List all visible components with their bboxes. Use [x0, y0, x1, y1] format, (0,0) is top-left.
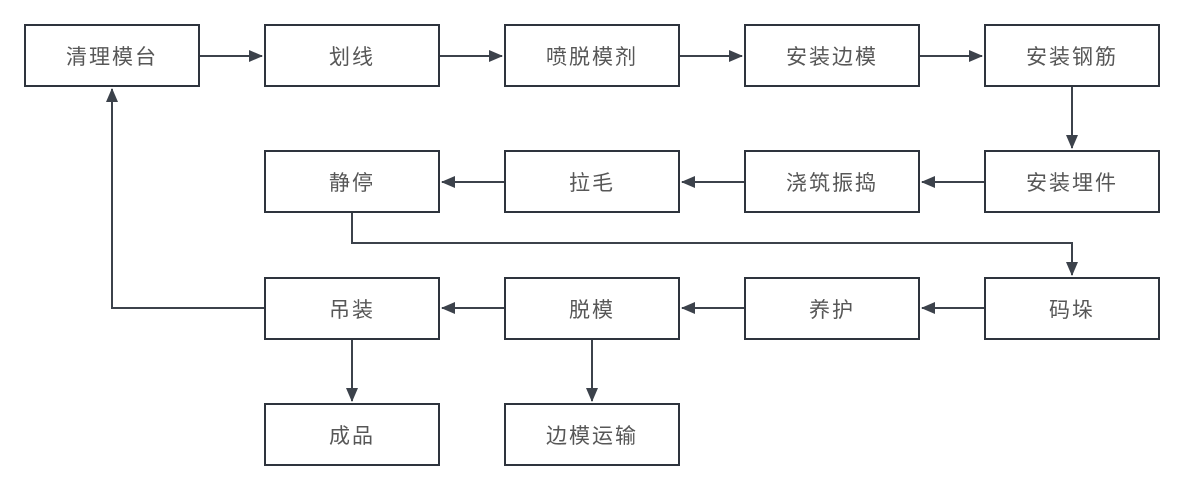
node-cure: 养护 [744, 277, 920, 340]
edge-arrow-rest-to-stack [351, 213, 1078, 276]
node-install-side-forms: 安装边模 [744, 24, 920, 87]
node-install-rebar: 安装钢筋 [984, 24, 1160, 87]
node-pour-and-vibrate: 浇筑振捣 [744, 150, 920, 213]
node-install-embeds: 安装埋件 [984, 150, 1160, 213]
node-side-form-transport: 边模运输 [504, 403, 680, 466]
node-scribe-lines: 划线 [264, 24, 440, 87]
node-clean-pallet: 清理模台 [24, 24, 200, 87]
node-stack: 码垛 [984, 277, 1160, 340]
node-spray-release-agent: 喷脱模剂 [504, 24, 680, 87]
node-roughen: 拉毛 [504, 150, 680, 213]
edge-arrow-hoist-to-clean-pallet [106, 88, 264, 309]
node-rest: 静停 [264, 150, 440, 213]
node-demold: 脱模 [504, 277, 680, 340]
node-finished-product: 成品 [264, 403, 440, 466]
node-hoist: 吊装 [264, 277, 440, 340]
